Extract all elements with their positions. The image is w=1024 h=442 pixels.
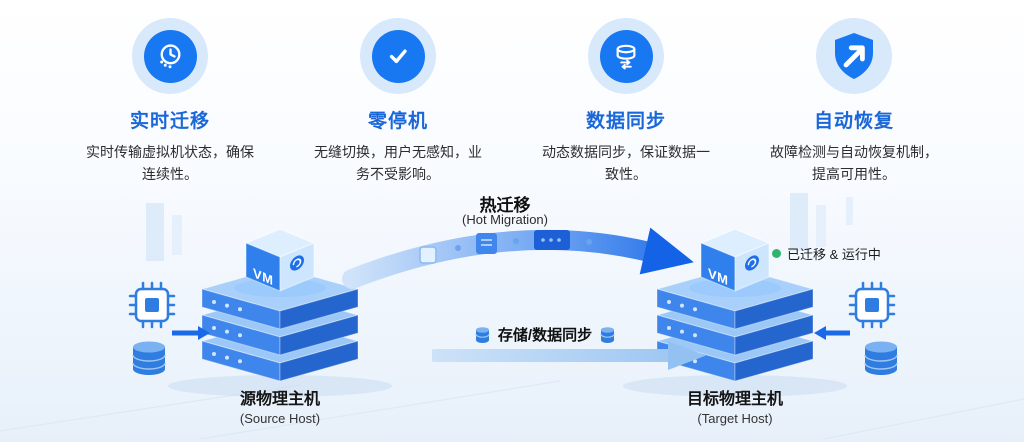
migration-data-packets [419, 230, 592, 265]
feature-card-data-sync: 数据同步 动态数据同步，保证数据一致性。 [512, 18, 740, 185]
feature-title: 数据同步 [585, 111, 666, 132]
status-dot-icon [772, 249, 781, 259]
feature-desc: 实时传输虚拟机状态，确保连续性。 [86, 144, 254, 182]
hot-migration-arrow [342, 227, 694, 290]
storage-cylinder-icon [132, 341, 166, 376]
feature-title: 自动恢复 [813, 111, 894, 132]
shield-recover-icon [816, 18, 892, 94]
clock-history-icon [132, 18, 208, 94]
storage-sync-arrow [432, 341, 706, 371]
source-host-stack: VM [168, 228, 392, 398]
storage-cylinder-icon [864, 341, 898, 376]
hot-migration-title: 热迁移 [479, 196, 531, 216]
chip-to-host-arrow [172, 326, 210, 341]
feature-card-realtime-migration: 实时迁移 实时传输虚拟机状态，确保连续性。 [56, 18, 284, 185]
source-host-title: 源物理主机 [239, 391, 320, 409]
host-shadow [168, 375, 392, 398]
vm-logo-icon [290, 255, 304, 271]
source-host-label: 源物理主机 (Source Host) [180, 385, 380, 426]
hot-migration-subtitle: (Hot Migration) [462, 212, 548, 228]
target-host-title: 目标物理主机 [686, 391, 783, 409]
source-host-subtitle: (Source Host) [239, 411, 321, 427]
database-icon [475, 327, 490, 343]
feature-desc: 无缝切换，用户无感知，业务不受影响。 [314, 144, 482, 182]
database-sync-icon [588, 18, 664, 94]
storage-sync-label: 存储/数据同步 [497, 327, 593, 345]
migration-diagram: VM [0, 189, 1024, 440]
features-row: 实时迁移 实时传输虚拟机状态，确保连续性。 零停机 无缝切换，用户无感知，业务不… [0, 0, 1024, 185]
feature-desc: 故障检测与自动恢复机制，提高可用性。 [770, 144, 938, 182]
feature-card-zero-downtime: 零停机 无缝切换，用户无感知，业务不受影响。 [284, 18, 512, 185]
feature-title: 零停机 [367, 111, 428, 132]
migration-status-badge: 已迁移 & 运行中 [772, 244, 881, 263]
target-host-subtitle: (Target Host) [697, 411, 773, 427]
chip-to-host-arrow [814, 326, 850, 341]
background-decor [0, 193, 1024, 440]
storage-sync-label-row: 存储/数据同步 [420, 324, 670, 345]
migration-scene: VM [0, 193, 1024, 440]
status-label: 已迁移 & 运行中 [787, 247, 881, 263]
cpu-chip-icon [128, 282, 176, 329]
target-host-label: 目标物理主机 (Target Host) [635, 385, 835, 426]
database-icon [600, 327, 615, 343]
feature-desc: 动态数据同步，保证数据一致性。 [542, 144, 710, 182]
feature-title: 实时迁移 [129, 111, 210, 132]
cpu-chip-icon [848, 282, 896, 329]
vm-cube: VM [234, 228, 326, 298]
check-circle-icon [360, 18, 436, 94]
feature-card-auto-recovery: 自动恢复 故障检测与自动恢复机制，提高可用性。 [740, 18, 968, 185]
